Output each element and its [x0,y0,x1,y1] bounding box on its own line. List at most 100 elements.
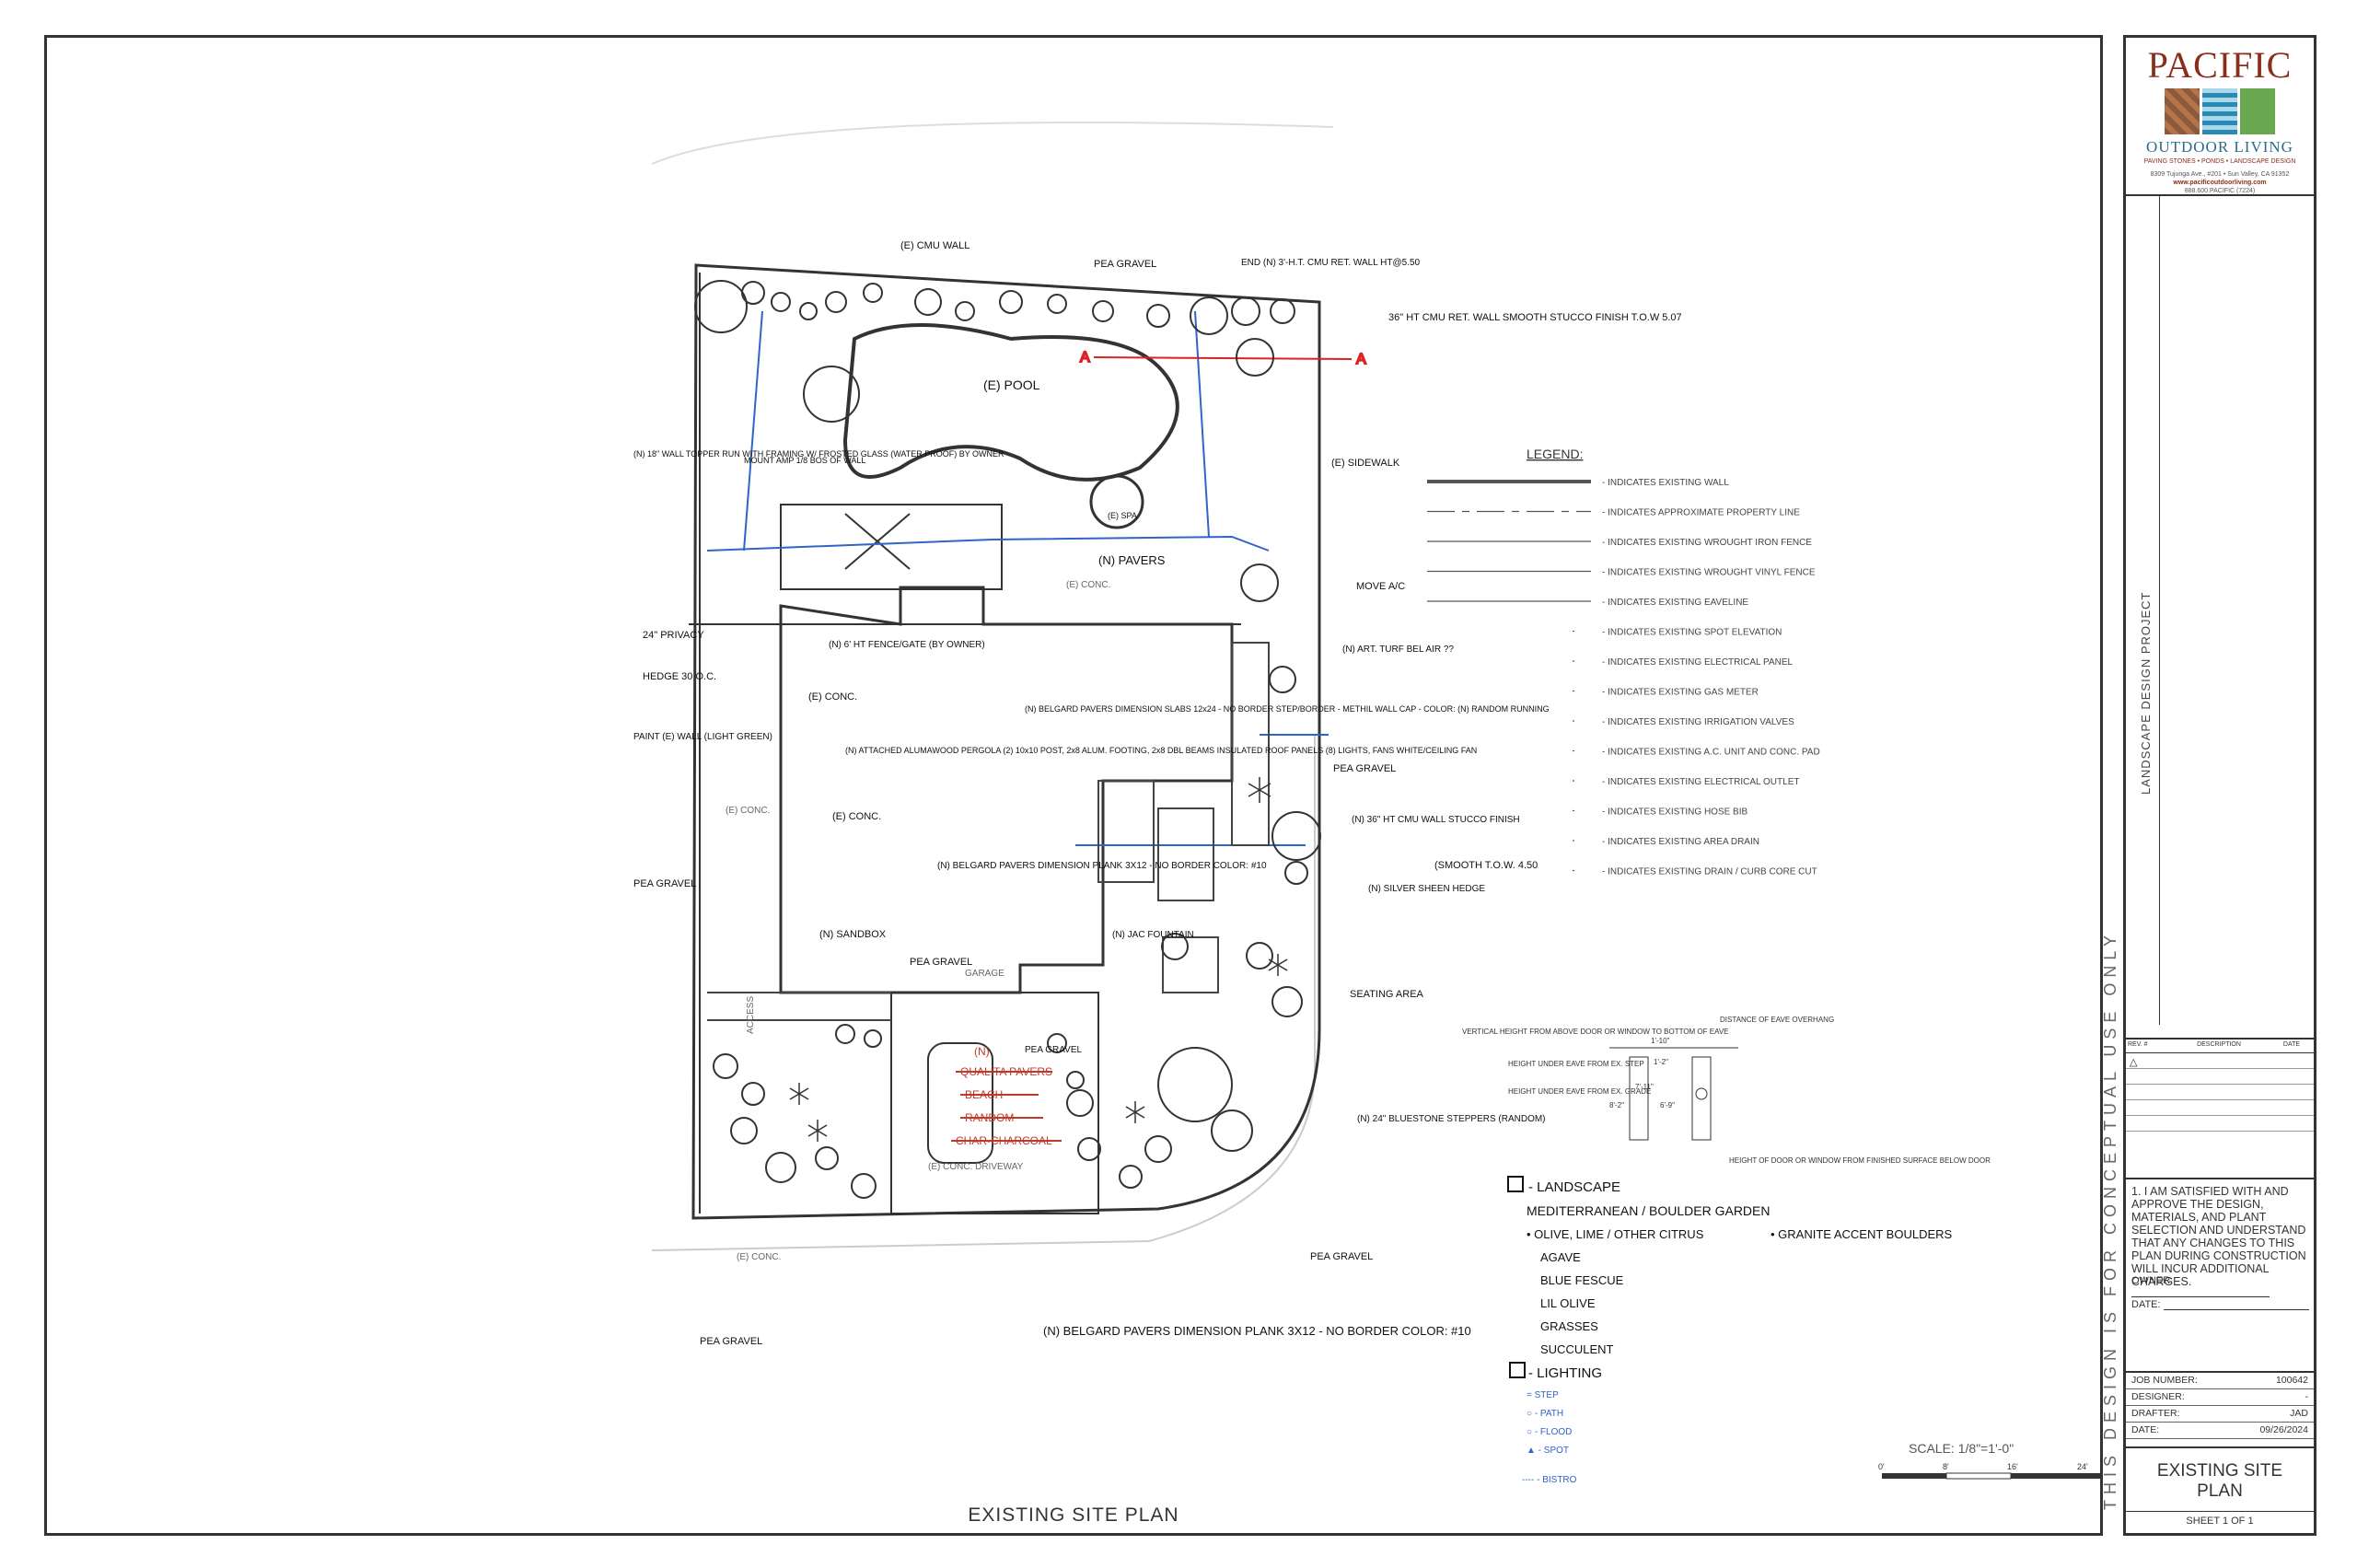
site-plan-drawing: A A [44,35,2140,1501]
revisions-header: REV. # DESCRIPTION DATE [2126,1040,2314,1053]
legend-item: - INDICATES EXISTING IRRIGATION VALVES [1602,717,1794,727]
note-wall-tower: (N) 18" WALL TOPPER RUN WITH FRAMING W/ … [633,449,1004,459]
driveway-label: (E) CONC. DRIVEWAY [928,1162,1024,1172]
scale-label: SCALE: 1/8"=1'-0" [1909,1441,2014,1456]
conc-label-1: (E) CONC. [1066,580,1110,590]
sheet-name-block: EXISTING SITE PLAN SHEET 1 OF 1 [2126,1446,2314,1535]
scale-bar: SCALE: 1/8"=1'-0" 0' 8' 16' 24' [1878,1441,2140,1480]
legend-item: - INDICATES APPROXIMATE PROPERTY LINE [1602,508,1800,518]
svg-text:A: A [1080,350,1090,366]
note-stepping: (N) 24" BLUESTONE STEPPERS (RANDOM) [1357,1114,1546,1124]
site-plan-svg: A A [633,122,2140,1485]
note-end-wall: END (N) 3'-H.T. CMU RET. WALL HT@5.50 [1241,258,1421,268]
eave-detail: VERTICAL HEIGHT FROM ABOVE DOOR OR WINDO… [1462,1016,1991,1165]
schedule-light-4: ▲ - SPOT [1527,1446,1569,1456]
eave-dim-2: 1'-2" [1654,1058,1668,1066]
handwritten-notes: (E) CMU WALL PEA GRAVEL END (N) 3'-H.T. … [633,240,1682,1347]
note-retwall2: (N) 36" HT CMU WALL STUCCO FINISH [1352,815,1520,825]
job-value: JAD [2290,1408,2308,1419]
note-paint: PAINT (E) WALL (LIGHT GREEN) [633,732,772,742]
warning-triangle-icon: △ [2130,1057,2138,1068]
garage-label: GARAGE [965,969,1004,979]
schedule-item-1: • OLIVE, LIME / OTHER CITRUS [1527,1227,1704,1241]
legend-item: - INDICATES EXISTING SPOT ELEVATION [1602,628,1782,638]
strike-lines [951,1071,1062,1142]
company-phone: 888.600.PACIFIC (7224) [2184,188,2256,194]
plant-symbols [694,280,1321,1199]
sheet-name: EXISTING SITE PLAN [2126,1461,2314,1502]
date-line [2163,1309,2309,1310]
note-conc-e: (E) CONC. [832,811,881,822]
drawing-sheet-border [44,35,2103,1536]
job-label: DATE: [2131,1424,2160,1435]
note-pea-gravel-top: PEA GRAVEL [1094,259,1156,270]
water-tile-icon [2202,88,2237,134]
eave-door-label: HEIGHT OF DOOR OR WINDOW FROM FINISHED S… [1729,1156,1991,1165]
section-line: A A [1079,349,1367,368]
schedule-landscape-sub: MEDITERRANEAN / BOULDER GARDEN [1527,1203,1770,1218]
note-art-turf: (N) ART. TURF BEL AIR ?? [1342,645,1454,655]
paver-tile-icon [2165,88,2200,134]
plan-typed-labels: GARAGE (E) CONC. DRIVEWAY (E) CONC. (E) … [726,580,1110,1262]
sheet-number: SHEET 1 OF 1 [2126,1511,2314,1527]
title-block: PACIFIC OUTDOOR LIVING PAVING STONES • P… [2123,35,2316,1536]
owner-line [2131,1296,2270,1297]
note-belgard2: (N) BELGARD PAVERS DIMENSION PLANK 3X12 … [937,861,1267,871]
schedule-item-5: GRASSES [1540,1319,1598,1333]
plant-tile-icon [2240,88,2275,134]
job-label: DRAFTER: [2131,1408,2180,1419]
note-pea-gravel-center: PEA GRAVEL [1025,1045,1083,1055]
schedule-lighting-title: - LIGHTING [1528,1365,1602,1381]
eave-distance-label: DISTANCE OF EAVE OVERHANG [1720,1016,1834,1024]
scale-tick-3: 24' [2077,1462,2088,1471]
job-row: DRAFTER: JAD [2126,1406,2314,1423]
company-address-block: 8309 Tujunga Ave., #201 • Sun Valley, CA… [2126,170,2314,195]
owner-label: OWNER: [2131,1275,2174,1286]
spa-circle [1089,474,1144,529]
note-privacy: 24" PRIVACY [643,630,704,641]
pool-shape [842,323,1179,482]
note-fence: (N) 6' HT FENCE/GATE (BY OWNER) [829,640,985,650]
logo-tiles [2126,88,2314,134]
sheet-name-line-1: EXISTING SITE [2156,1461,2283,1481]
note-belgard3: (N) BELGARD PAVERS DIMENSION PLANK 3X12 … [1043,1324,1471,1338]
legend-item: - INDICATES EXISTING ELECTRICAL PANEL [1602,657,1794,668]
lot-outline [691,263,1321,1220]
date-signature[interactable]: DATE: [2131,1299,2310,1310]
job-row: DATE:09/26/2024 [2126,1423,2314,1439]
project-column: LANDSCAPE DESIGN PROJECT [2126,196,2314,1025]
note-spa: (E) SPA [1108,511,1137,520]
legend: LEGEND: - INDICATES EXISTING WALL- INDIC… [1427,447,1820,877]
rev-row [2126,1116,2314,1132]
legend-item: - INDICATES EXISTING A.C. UNIT AND CONC.… [1602,748,1820,758]
note-pool: (E) POOL [983,377,1040,392]
note-sandbox: (N) SANDBOX [819,929,887,940]
legend-title: LEGEND: [1527,447,1583,461]
note-ret-wall: 36" HT CMU RET. WALL SMOOTH STUCCO FINIS… [1388,312,1682,323]
legend-rows: - INDICATES EXISTING WALL- INDICATES APP… [1427,478,1820,877]
agave-symbols [789,777,1288,1142]
schedule-item-2: AGAVE [1540,1250,1581,1264]
job-row: DESIGNER:- [2126,1389,2314,1406]
sheet-name-line-2: PLAN [2197,1481,2243,1501]
note-pea-gravel-br: PEA GRAVEL [1310,1251,1373,1262]
owner-signature[interactable]: OWNER: [2131,1275,2310,1297]
note-pavers-mid: (N) PAVERS [1098,553,1166,567]
rev-col-rev: REV. # [2128,1041,2148,1048]
revisions-table: REV. # DESCRIPTION DATE △ [2126,1038,2314,1179]
note-mount: MOUNT AMP 1/8 BOS OF WALL [744,456,865,465]
rev-col-date: DATE [2282,1041,2301,1048]
schedule-item-4: LIL OLIVE [1540,1296,1596,1310]
legend-item: - INDICATES EXISTING ELECTRICAL OUTLET [1602,777,1799,787]
driveway [890,992,1099,1214]
company-address: 8309 Tujunga Ave., #201 • Sun Valley, CA… [2150,171,2290,178]
eave-dim-3: 7'-11" [1635,1083,1654,1091]
walkways [707,642,1270,1021]
eave-step-label: HEIGHT UNDER EAVE FROM EX. STEP [1508,1060,1644,1068]
note-jac: (N) JAC FOUNTAIN [1112,930,1194,940]
schedule-boulders: • GRANITE ACCENT BOULDERS [1771,1227,1953,1241]
conc-label-3: (E) CONC. [737,1252,781,1262]
eave-grade-label: HEIGHT UNDER EAVE FROM EX. GRADE [1508,1087,1651,1096]
note-silver: (N) SILVER SHEEN HEDGE [1368,884,1485,894]
approval-note: 1. I AM SATISFIED WITH AND APPROVE THE D… [2131,1185,2306,1288]
